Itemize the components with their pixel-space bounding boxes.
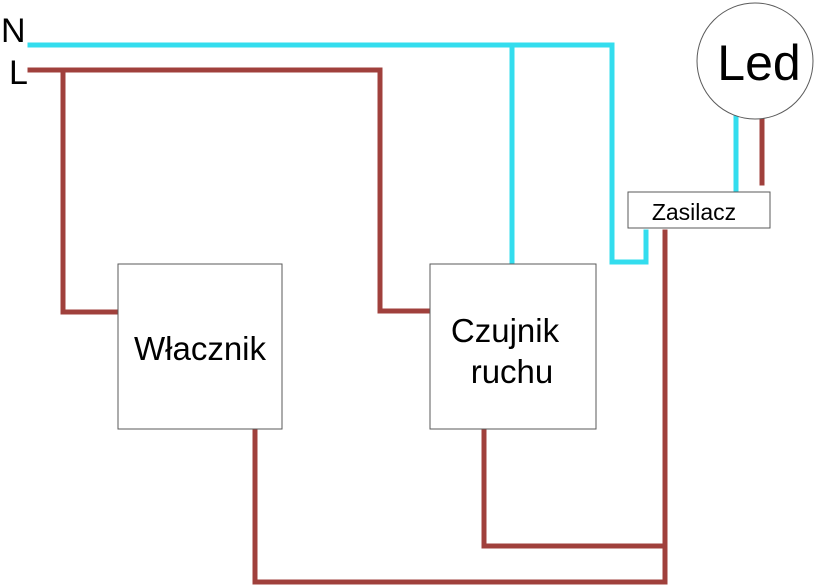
live-main-wire [27, 67, 433, 314]
live-terminal-label: L [9, 54, 28, 92]
live-wires [27, 67, 765, 585]
switch-label: Włacznik [134, 330, 267, 367]
led-lamp: Led [696, 2, 814, 120]
neutral-main-wire [27, 42, 649, 265]
neutral-terminal-label: N [1, 12, 26, 50]
motion-sensor-box: Czujnik ruchu [429, 263, 597, 430]
power-supply-label: Zasilacz [652, 199, 736, 225]
switch-output-wire [252, 229, 668, 585]
neutral-wires [27, 42, 739, 268]
switch-box: Włacznik [117, 263, 283, 430]
led-label: Led [717, 35, 800, 91]
live-switch-feed [60, 67, 121, 315]
motion-sensor-label-line2: ruchu [471, 353, 554, 390]
sensor-output-wire [481, 425, 668, 549]
power-supply-box: Zasilacz [627, 191, 771, 229]
motion-sensor-label-line1: Czujnik [451, 312, 560, 349]
